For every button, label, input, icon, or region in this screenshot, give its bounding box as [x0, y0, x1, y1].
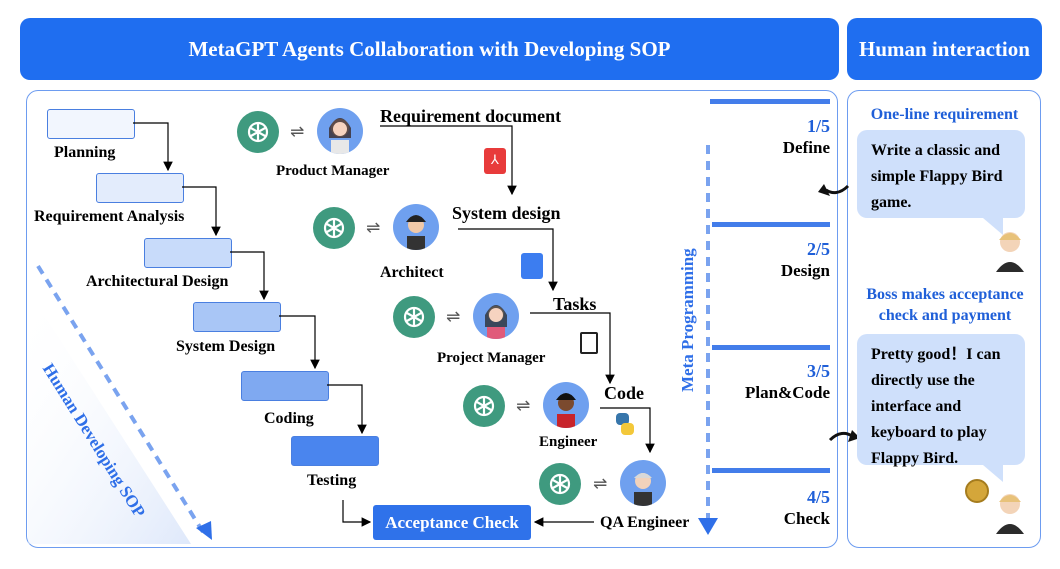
testing-label: Testing [307, 472, 357, 489]
product-manager-avatar [317, 108, 363, 154]
exchange-icon: ⇌ [366, 218, 381, 238]
stage-2-number: 2/5 [806, 239, 830, 259]
task-list-icon [580, 332, 598, 354]
project-manager-label: Project Manager [437, 350, 546, 366]
requirement-bubble: Write a classic and simple Flappy Bird g… [857, 130, 1025, 218]
architect-label: Architect [380, 264, 444, 281]
one-line-requirement-heading: One-line requirement [870, 106, 1019, 123]
requirement-document-label: Requirement document [380, 106, 562, 126]
main-title-banner: MetaGPT Agents Collaboration with Develo… [20, 18, 839, 80]
planning-label: Planning [54, 144, 116, 161]
planning-box [47, 109, 135, 139]
architectural-design-box [144, 238, 232, 268]
stage-4-number: 4/5 [806, 487, 830, 507]
boss-acceptance-heading: Boss makes acceptance check and payment [866, 286, 1024, 324]
coin-icon [965, 479, 989, 503]
exchange-icon: ⇌ [446, 307, 461, 327]
engineer-label: Engineer [539, 434, 598, 450]
human-interaction-banner: Human interaction [847, 18, 1042, 80]
chatgpt-icon [539, 463, 581, 505]
chatgpt-icon [313, 207, 355, 249]
chatgpt-icon [393, 296, 435, 338]
user-avatar [990, 224, 1030, 272]
engineer-avatar [543, 382, 589, 428]
meta-programming-label: Meta Programming [678, 248, 697, 392]
human-interaction-title: Human interaction [859, 36, 1030, 61]
product-manager-label: Product Manager [276, 163, 390, 179]
stage-1-name: Define [782, 138, 830, 157]
architectural-design-label: Architectural Design [86, 273, 229, 290]
stage-3-number: 3/5 [806, 361, 830, 381]
system-design-label: System Design [176, 338, 276, 355]
pdf-icon: ⅄ [484, 148, 506, 174]
testing-box [291, 436, 379, 466]
boss-feedback-bubble: Pretty good！I can directly use the inter… [857, 334, 1025, 467]
acceptance-check-label: Acceptance Check [385, 512, 519, 532]
main-title: MetaGPT Agents Collaboration with Develo… [188, 36, 671, 61]
python-icon [614, 412, 636, 436]
exchange-icon: ⇌ [593, 474, 608, 494]
stage-3-name: Plan&Code [745, 383, 830, 402]
system-design-artifact-label: System design [452, 203, 561, 223]
qa-engineer-avatar [620, 460, 666, 506]
stage-4-name: Check [783, 509, 830, 528]
qa-engineer-label: QA Engineer [600, 514, 690, 531]
boss-avatar [990, 486, 1030, 534]
exchange-icon: ⇌ [290, 122, 305, 142]
tasks-label: Tasks [553, 294, 597, 314]
code-label: Code [604, 383, 644, 403]
architect-avatar [393, 204, 439, 250]
chatgpt-icon [237, 111, 279, 153]
project-manager-avatar [473, 293, 519, 339]
stage-2-name: Design [780, 261, 830, 280]
coding-box [241, 371, 329, 401]
requirement-analysis-box [96, 173, 184, 203]
sop-shading [28, 290, 191, 544]
image-file-icon [521, 253, 543, 279]
chatgpt-icon [463, 385, 505, 427]
system-design-box [193, 302, 281, 332]
requirement-analysis-label: Requirement Analysis [34, 208, 185, 225]
acceptance-check-box: Acceptance Check [373, 505, 531, 540]
coding-label: Coding [264, 410, 314, 427]
stage-1-number: 1/5 [806, 116, 830, 136]
exchange-icon: ⇌ [516, 396, 531, 416]
